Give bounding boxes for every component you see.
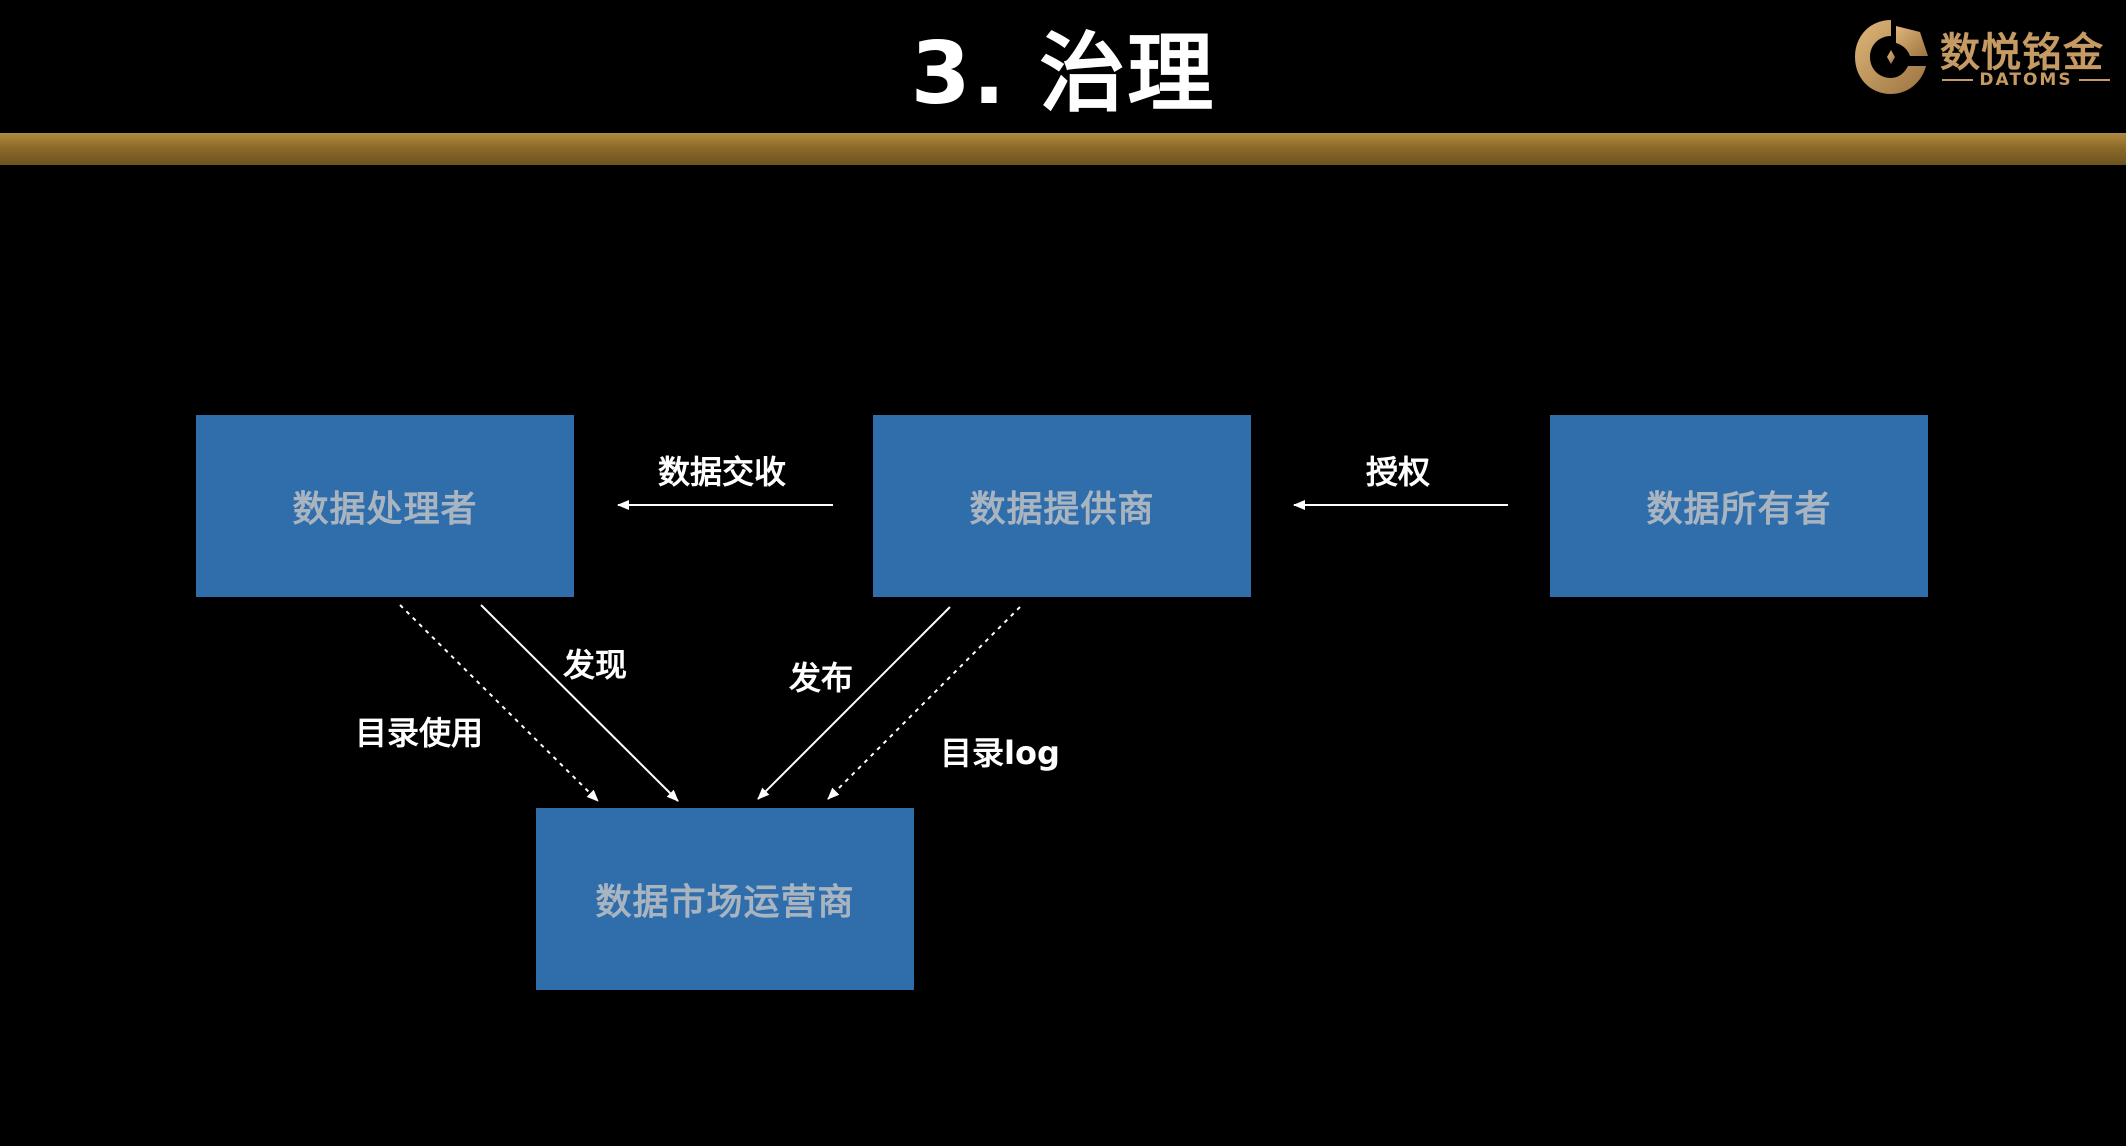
edge-catalog-log-arrow xyxy=(827,606,1021,800)
node-data-market-operator: 数据市场运营商 xyxy=(536,808,914,990)
brand-subtitle-text: DATOMS xyxy=(1979,70,2073,90)
brand-rule-right xyxy=(2078,79,2111,81)
node-data-provider: 数据提供商 xyxy=(873,415,1251,597)
brand-rule-left xyxy=(1942,79,1974,81)
node-data-owner: 数据所有者 xyxy=(1550,415,1928,597)
slide-title: 3. 治理 xyxy=(910,23,1216,124)
edge-label-catalog-log: 目录log xyxy=(940,734,1060,772)
header-divider-bar xyxy=(0,133,2126,165)
datoms-logo-icon xyxy=(1855,20,1928,94)
edge-catalog-use-arrow xyxy=(399,604,599,802)
brand-logo: 数悦铭金 DATOMS xyxy=(1846,12,2111,102)
edge-label-catalog-use: 目录使用 xyxy=(355,714,484,752)
edge-label-auth: 授权 xyxy=(1366,453,1431,491)
edge-label-publish: 发布 xyxy=(789,659,854,697)
edge-label-discover: 发现 xyxy=(563,646,628,684)
edge-label-exchange: 数据交收 xyxy=(658,453,787,491)
node-data-processor: 数据处理者 xyxy=(196,415,574,597)
brand-subtitle: DATOMS xyxy=(1942,70,2111,90)
edge-publish-arrow xyxy=(757,606,951,800)
edge-discover-arrow xyxy=(480,604,679,802)
brand-name: 数悦铭金 xyxy=(1940,30,2104,76)
